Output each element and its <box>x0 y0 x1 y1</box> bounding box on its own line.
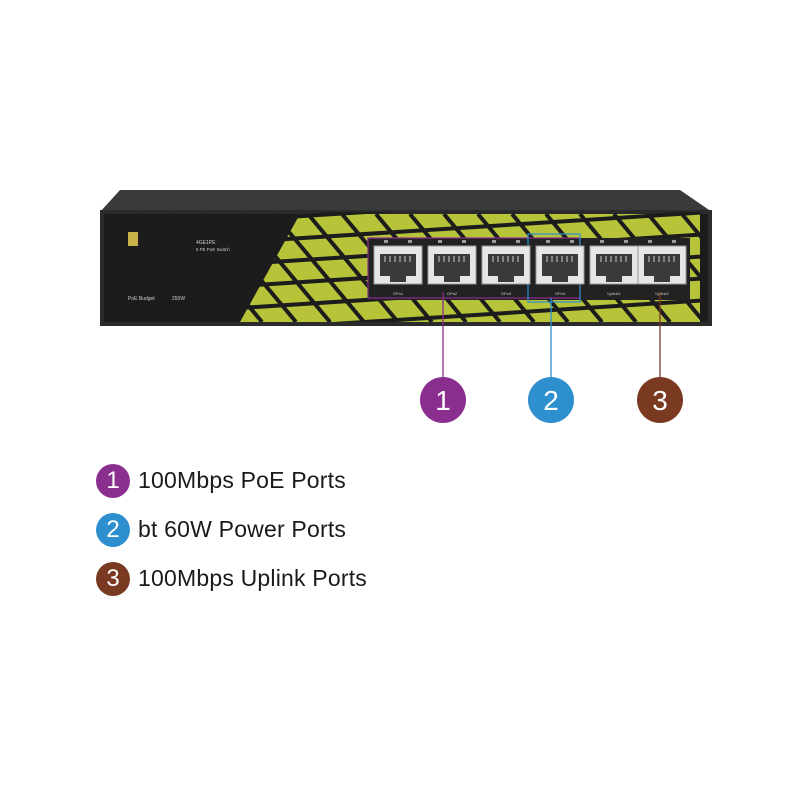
legend-text-3: 100Mbps Uplink Ports <box>138 565 367 591</box>
callout-number-2: 2 <box>543 385 559 416</box>
port-label-2: GPo2 <box>447 291 458 296</box>
port-label-4: GPo4 <box>555 291 566 296</box>
brand-logo <box>128 232 138 246</box>
rj45-port-3: GPo3 <box>481 240 531 296</box>
callout-3: 3 <box>637 377 683 423</box>
port-label-3: GPo3 <box>501 291 512 296</box>
poe-budget-value: 250W <box>172 296 185 302</box>
legend-item-2: 2 bt 60W Power Ports <box>96 511 367 548</box>
legend: 1 100Mbps PoE Ports 2 bt 60W Power Ports… <box>96 462 367 609</box>
port-label-1: GPo1 <box>393 291 404 296</box>
port-label-6: Uplink2 <box>655 291 669 296</box>
callout-number-3: 3 <box>652 385 668 416</box>
rj45-port-2: GPo2 <box>427 240 477 296</box>
callout-2: 2 <box>528 377 574 423</box>
rj45-port-5: Uplink1 <box>589 240 639 296</box>
callout-number-1: 1 <box>435 385 451 416</box>
callout-1: 1 <box>420 377 466 423</box>
legend-badge-2: 2 <box>96 512 130 547</box>
rj45-port-6: Uplink2 <box>637 240 687 296</box>
rj45-port-4: GPo4 <box>535 240 585 296</box>
legend-badge-3: 3 <box>96 561 130 596</box>
model-subtitle: 6 FE PoE Switch <box>196 247 230 252</box>
rj45-port-1: GPo1 <box>373 240 423 296</box>
port-label-5: Uplink1 <box>607 291 621 296</box>
poe-budget-label: PoE Budget <box>128 296 155 302</box>
legend-text-2: bt 60W Power Ports <box>138 516 347 542</box>
legend-item-3: 3 100Mbps Uplink Ports <box>96 560 367 597</box>
front-panel: 4GE1PE 6 FE PoE Switch PoE Budget 250W G… <box>104 212 708 322</box>
model-label: 4GE1PE <box>196 240 216 246</box>
legend-badge-1: 1 <box>96 463 130 498</box>
legend-text-1: 100Mbps PoE Ports <box>138 467 346 493</box>
legend-item-1: 1 100Mbps PoE Ports <box>96 462 367 499</box>
chassis-top <box>100 190 712 212</box>
